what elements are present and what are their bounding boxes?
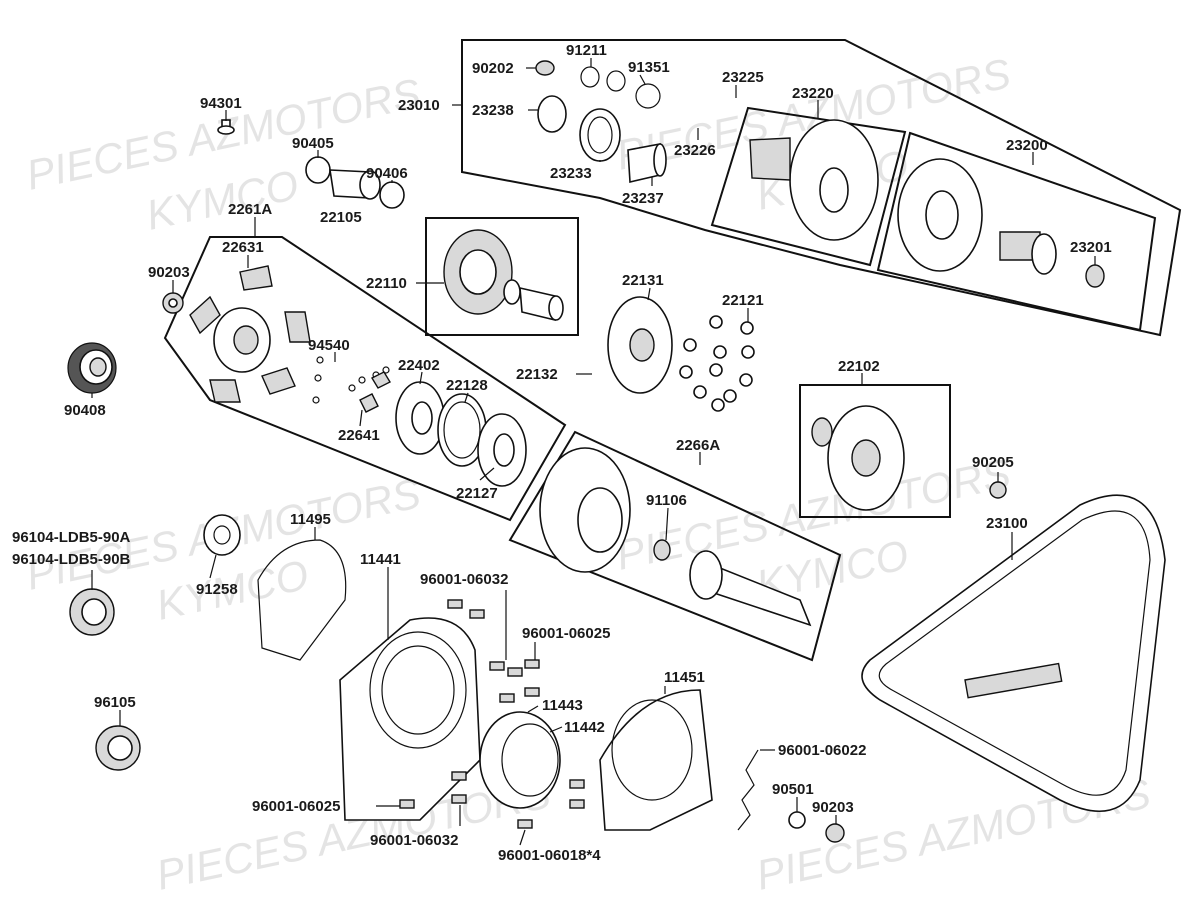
part-11441-cover[interactable] <box>339 617 481 821</box>
label-23226[interactable]: 23226 <box>674 142 716 159</box>
group-box-23200 <box>876 131 1157 332</box>
label-22631[interactable]: 22631 <box>222 239 264 256</box>
group-box-2266A <box>508 430 842 662</box>
label-94301[interactable]: 94301 <box>200 95 242 112</box>
label-96001-06018[interactable]: 96001-06018*4 <box>498 847 601 864</box>
label-90202[interactable]: 90202 <box>472 60 514 77</box>
label-96105[interactable]: 96105 <box>94 694 136 711</box>
part-11495-gasket[interactable] <box>257 539 347 661</box>
part-2261A-clutch[interactable] <box>189 265 311 403</box>
label-11451[interactable]: 11451 <box>664 669 705 686</box>
label-96001-06032[interactable]: 96001-06032 <box>420 571 508 588</box>
leader-lines <box>91 58 1096 846</box>
label-90203-lower[interactable]: 90203 <box>812 799 854 816</box>
label-23100[interactable]: 23100 <box>986 515 1028 532</box>
label-22121[interactable]: 22121 <box>722 292 764 309</box>
part-90205[interactable] <box>989 481 1007 499</box>
part-23010-components[interactable] <box>535 60 667 183</box>
watermark-text: KYMCO <box>142 161 302 239</box>
label-23010[interactable]: 23010 <box>398 97 440 114</box>
label-94540[interactable]: 94540 <box>308 337 350 354</box>
part-22127-plate[interactable] <box>477 413 527 487</box>
label-96104-LDB5-90A[interactable]: 96104-LDB5-90A <box>12 529 131 546</box>
label-11441[interactable]: 11441 <box>360 551 401 568</box>
part-bolts[interactable] <box>399 599 585 829</box>
part-96104-seal[interactable] <box>69 588 115 636</box>
label-23237[interactable]: 23237 <box>622 190 664 207</box>
part-90203-nut[interactable] <box>162 292 184 314</box>
part-22131-plate[interactable] <box>607 296 673 394</box>
group-box-23010 <box>461 39 1182 337</box>
part-11442[interactable] <box>479 711 561 809</box>
label-91211[interactable]: 91211 <box>566 42 607 59</box>
label-90205[interactable]: 90205 <box>972 454 1014 471</box>
part-22121-rollers[interactable] <box>679 315 755 412</box>
label-91351[interactable]: 91351 <box>628 59 670 76</box>
label-96001-06022[interactable]: 96001-06022 <box>778 742 866 759</box>
label-91258[interactable]: 91258 <box>196 581 238 598</box>
label-22131[interactable]: 22131 <box>622 272 664 289</box>
label-23201[interactable]: 23201 <box>1070 239 1112 256</box>
label-90203[interactable]: 90203 <box>148 264 190 281</box>
label-22102[interactable]: 22102 <box>838 358 880 375</box>
label-96104-LDB5-90B[interactable]: 96104-LDB5-90B <box>12 551 131 568</box>
label-22402[interactable]: 22402 <box>398 357 440 374</box>
label-96001-06025-lower[interactable]: 96001-06025 <box>252 798 340 815</box>
part-22110-bell[interactable] <box>443 229 564 322</box>
label-90408[interactable]: 90408 <box>64 402 106 419</box>
label-90405[interactable]: 90405 <box>292 135 334 152</box>
label-11443[interactable]: 11443 <box>542 697 583 714</box>
label-96001-06032-lower[interactable]: 96001-06032 <box>370 832 458 849</box>
label-23225[interactable]: 23225 <box>722 69 764 86</box>
label-23200[interactable]: 23200 <box>1006 137 1048 154</box>
part-90203-nut-lower[interactable] <box>825 823 845 843</box>
label-23233[interactable]: 23233 <box>550 165 592 182</box>
label-22641[interactable]: 22641 <box>338 427 380 444</box>
label-11495[interactable]: 11495 <box>290 511 331 528</box>
group-box-2261A <box>163 236 567 522</box>
group-box-23220 <box>710 106 907 267</box>
part-96105-seal[interactable] <box>95 725 141 771</box>
label-91106[interactable]: 91106 <box>646 492 687 509</box>
part-23200-pulley[interactable] <box>897 158 1105 288</box>
part-2266A-drum[interactable] <box>539 447 812 627</box>
label-22128[interactable]: 22128 <box>446 377 488 394</box>
part-90501-washer[interactable] <box>788 811 806 829</box>
part-springs[interactable] <box>312 356 391 413</box>
part-90408[interactable] <box>67 342 117 394</box>
label-22127[interactable]: 22127 <box>456 485 498 502</box>
label-90406[interactable]: 90406 <box>366 165 408 182</box>
part-23100-belt[interactable] <box>861 494 1166 813</box>
label-2266A[interactable]: 2266A <box>676 437 720 454</box>
part-22102-fan[interactable] <box>811 405 905 511</box>
group-box-22110 <box>425 217 579 336</box>
label-96001-06025[interactable]: 96001-06025 <box>522 625 610 642</box>
group-box-22102 <box>799 384 951 518</box>
part-23220-pulley[interactable] <box>749 119 879 241</box>
label-2261A[interactable]: 2261A <box>228 201 272 218</box>
label-90501[interactable]: 90501 <box>772 781 814 798</box>
label-22132[interactable]: 22132 <box>516 366 558 383</box>
label-23220[interactable]: 23220 <box>792 85 834 102</box>
part-22402-plate[interactable] <box>395 381 445 455</box>
part-91258[interactable] <box>203 514 241 556</box>
label-23238[interactable]: 23238 <box>472 102 514 119</box>
part-11451-cover[interactable] <box>599 689 713 831</box>
label-22110[interactable]: 22110 <box>366 275 407 292</box>
part-96001-06022-bolts[interactable] <box>737 749 759 831</box>
label-22105[interactable]: 22105 <box>320 209 362 226</box>
part-labels: 94301 90405 90406 22105 2261A 22631 9020… <box>12 42 1112 864</box>
label-11442[interactable]: 11442 <box>564 719 605 736</box>
